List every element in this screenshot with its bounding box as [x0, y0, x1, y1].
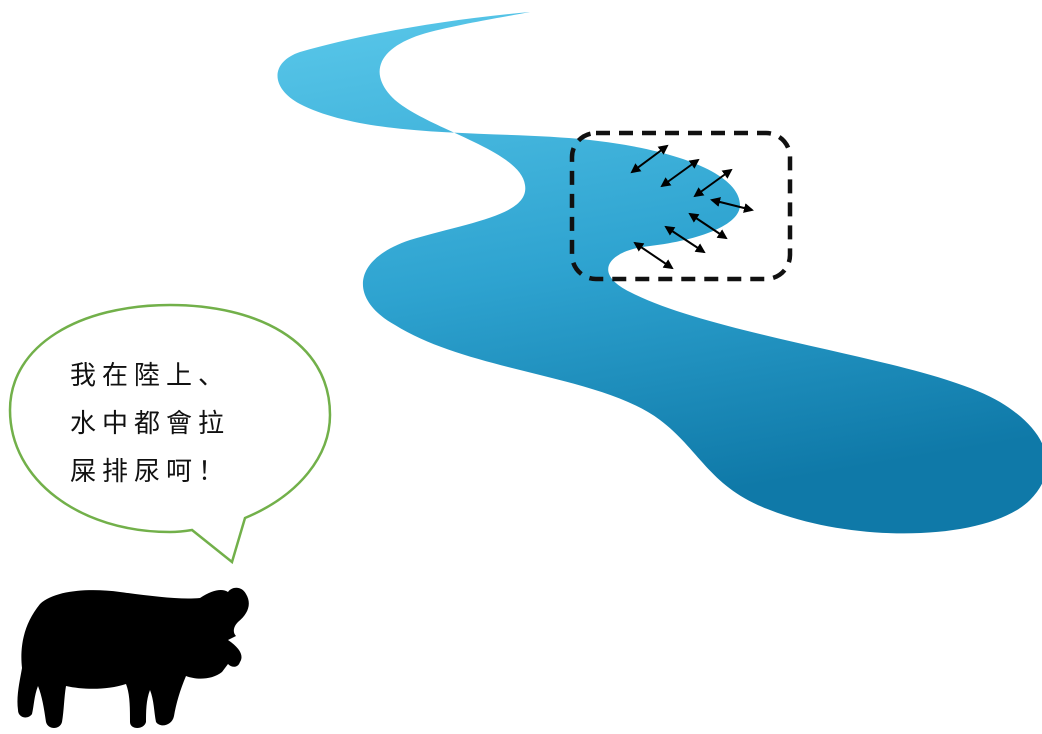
- hippo-silhouette-icon: [17, 587, 249, 728]
- double-arrow-icon: [710, 197, 754, 213]
- double-arrow-icon: [664, 225, 706, 254]
- dashed-highlight-box: [569, 130, 793, 282]
- speech-line-1: 我在陸上、: [70, 361, 231, 391]
- double-arrow-icon: [633, 241, 674, 270]
- river-shape: [277, 12, 1042, 534]
- speech-bubble: [8, 303, 332, 565]
- speech-line-2: 水中都會拉: [70, 409, 231, 439]
- double-arrow-icon: [630, 144, 669, 174]
- double-arrow-icon: [688, 212, 728, 240]
- speech-line-3: 屎排尿呵！: [70, 457, 231, 487]
- speech-bubble-text: 我在陸上、 水中都會拉 屎排尿呵！: [70, 352, 280, 496]
- double-arrow-icon: [693, 168, 733, 198]
- double-arrow-icons: [630, 144, 754, 270]
- double-arrow-icon: [660, 158, 700, 188]
